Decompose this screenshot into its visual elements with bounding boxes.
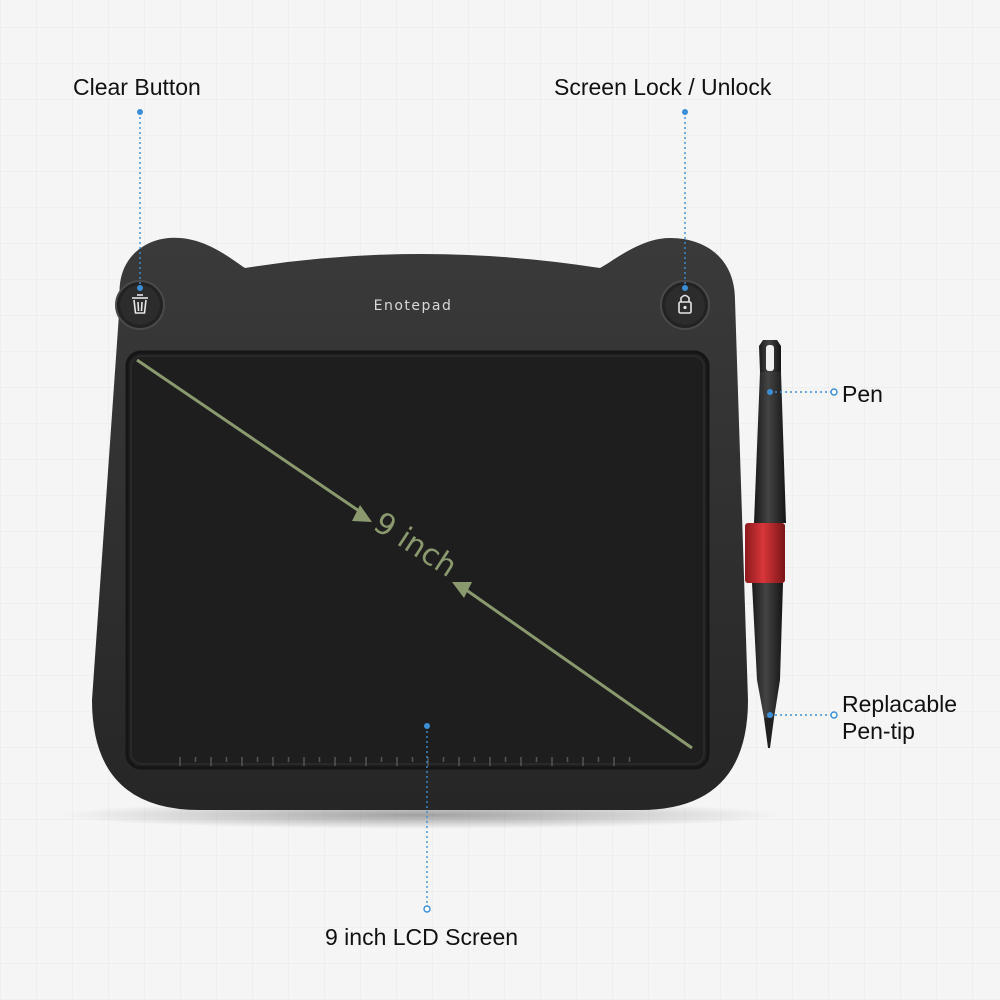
ruler-ticks <box>179 757 631 766</box>
arrow-head-top <box>352 505 372 522</box>
pen-tip <box>764 718 774 748</box>
tablet-body <box>92 237 748 810</box>
callout-end-rings <box>423 388 838 913</box>
arrow-head-bottom <box>452 582 472 598</box>
pen-label: Pen <box>842 381 883 407</box>
pen-tip-label-line2: Pen-tip <box>842 718 915 744</box>
pen-grip-band <box>745 523 785 583</box>
lcd-screen-label: 9 inch LCD Screen <box>325 924 519 950</box>
lock-icon <box>678 294 692 314</box>
screen-lock-label: Screen Lock / Unlock <box>554 74 772 100</box>
pen-tip-label: Replacable Pen-tip <box>842 691 957 745</box>
clear-button[interactable] <box>115 280 165 330</box>
pen-tip-label-line1: Replacable <box>842 691 958 717</box>
lock-button[interactable] <box>660 280 710 330</box>
stylus-pen <box>745 340 786 748</box>
callout-dots <box>137 109 773 729</box>
clear-button-label: Clear Button <box>73 74 201 100</box>
lcd-screen <box>125 350 710 770</box>
brand-logo: Enotepad <box>374 298 453 314</box>
callout-lines <box>139 112 832 908</box>
trash-icon <box>132 294 148 314</box>
